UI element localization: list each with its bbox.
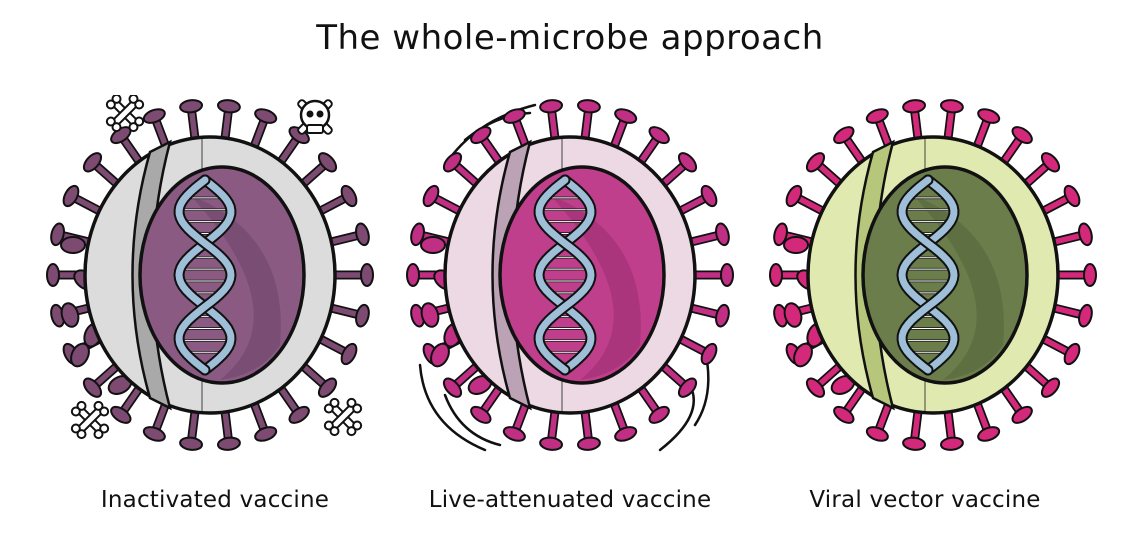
virus-svg (769, 99, 1097, 451)
live-attenuated-virus-illustration (405, 95, 735, 455)
crossbones-icon (70, 400, 110, 440)
dna-helix (173, 174, 237, 376)
skull-icon (297, 99, 333, 135)
virus-svg (406, 99, 734, 452)
viral-vector-vaccine-label: Viral vector vaccine (809, 487, 1041, 513)
inactivated-vaccine-label: Inactivated vaccine (100, 487, 330, 513)
crossbones-icon (105, 95, 145, 133)
virus-svg (46, 95, 374, 451)
dna-helix (533, 174, 597, 376)
viral-vector-virus-illustration (768, 95, 1098, 455)
inactivated-virus-illustration (45, 95, 375, 455)
live-attenuated-vaccine-label: Live-attenuated vaccine (428, 487, 712, 513)
dna-helix (896, 174, 960, 376)
diagram-title: The whole-microbe approach (316, 18, 824, 58)
crossbones-icon (323, 397, 363, 437)
